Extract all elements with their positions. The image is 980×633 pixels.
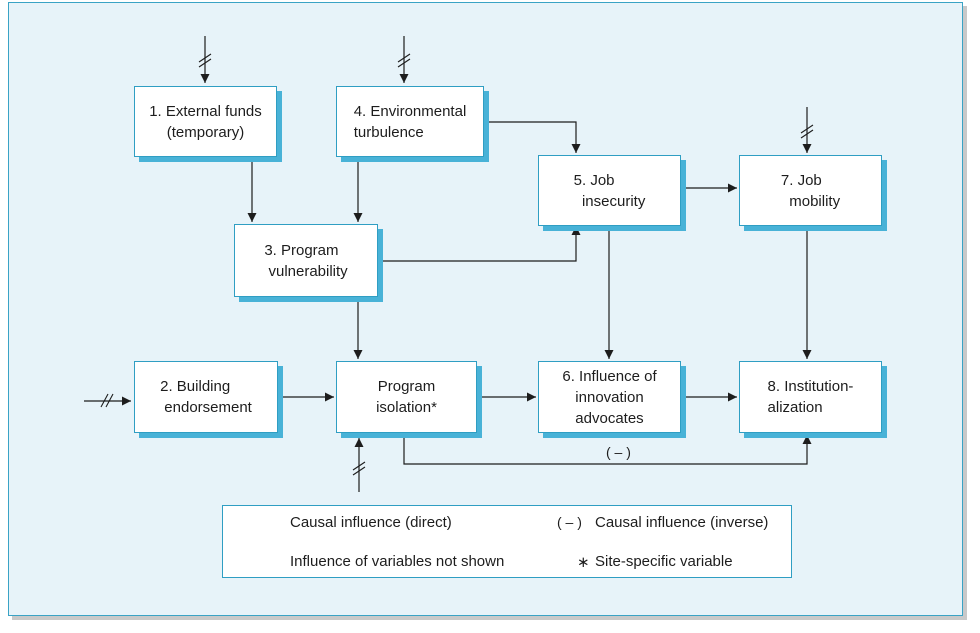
node-innovation-advocates: 6. Influence of innovation advocates: [538, 361, 681, 433]
legend-box: [222, 505, 792, 578]
node-program-vulnerability-label: 3. Program vulnerability: [264, 241, 348, 280]
legend-site-mark: ∗: [577, 554, 590, 571]
arrow-vulnerability-to-insecurity: [378, 226, 581, 262]
arrow-isolation-to-institutionalization-inverse: [403, 433, 812, 465]
legend-site-label: Site-specific variable: [595, 553, 733, 570]
node-environmental-turbulence-label: 4. Environmental turbulence: [353, 102, 467, 141]
node-job-insecurity-label: 5. Job insecurity: [573, 171, 646, 210]
node-program-vulnerability: 3. Program vulnerability: [234, 224, 378, 297]
legend-direct-label: Causal influence (direct): [290, 514, 452, 531]
legend-inverse-label: Causal influence (inverse): [595, 514, 769, 531]
node-institutionalization-label: 8. Institution- alization: [767, 378, 854, 416]
node-building-endorsement-label: 2. Building endorsement: [160, 378, 252, 416]
node-building-endorsement: 2. Building endorsement: [134, 361, 278, 433]
break-mark-isolation: [352, 461, 366, 476]
node-job-mobility-label: 7. Job mobility: [780, 171, 841, 210]
break-mark-mobility: [800, 124, 814, 139]
node-program-isolation: Program isolation*: [336, 361, 477, 433]
node-program-isolation-label: Program isolation*: [376, 378, 437, 416]
node-job-insecurity: 5. Job insecurity: [538, 155, 681, 226]
break-mark-turbulence: [397, 53, 411, 68]
node-institutionalization: 8. Institution- alization: [739, 361, 882, 433]
node-external-funds: 1. External funds (temporary): [134, 86, 277, 157]
break-mark-endorsement: [100, 393, 114, 408]
node-job-mobility: 7. Job mobility: [739, 155, 882, 226]
break-mark-funds: [198, 53, 212, 68]
node-innovation-advocates-label: 6. Influence of innovation advocates: [562, 367, 657, 427]
arrow-turbulence-to-insecurity: [484, 121, 581, 153]
node-external-funds-label: 1. External funds (temporary): [149, 102, 262, 141]
inverse-influence-label: ( – ): [606, 444, 631, 460]
legend-inverse-mark: ( – ): [557, 514, 582, 530]
legend-not-shown-label: Influence of variables not shown: [290, 553, 505, 570]
node-environmental-turbulence: 4. Environmental turbulence: [336, 86, 484, 157]
